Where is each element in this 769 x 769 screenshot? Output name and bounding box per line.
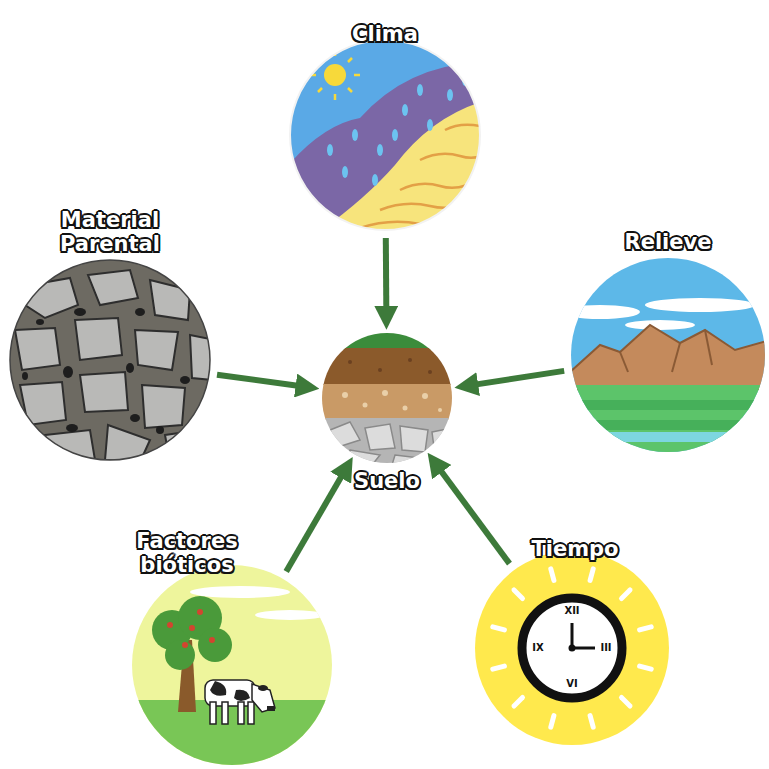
factor-label: Relieve: [588, 230, 748, 254]
clock-numeral: XII: [564, 606, 579, 616]
clock-numeral: III: [600, 643, 611, 653]
factor-label: Material Parental: [35, 208, 185, 256]
relief-picture: [560, 257, 769, 455]
influence-arrow: [286, 466, 347, 571]
climate-circle: Clima: [290, 40, 480, 230]
relief-circle: Relieve: [571, 258, 765, 452]
influence-arrow: [434, 462, 510, 564]
factor-label: Clima: [305, 22, 465, 46]
soil-picture: [320, 330, 455, 465]
biotic-picture: [130, 563, 334, 769]
parent-material-circle: Material Parental: [10, 260, 210, 460]
factor-label: Tiempo: [505, 537, 645, 561]
soil-circle: Suelo: [322, 333, 452, 463]
influence-arrow: [217, 375, 309, 388]
factor-label: Factores bióticos: [117, 529, 257, 577]
biotic-factors-circle: Factores bióticos: [132, 565, 332, 765]
clock-numeral: VI: [566, 679, 577, 689]
influence-arrow: [465, 371, 564, 386]
clock-numeral: IX: [532, 643, 543, 653]
factor-label: Suelo: [317, 469, 457, 493]
time-circle: Tiempo: [475, 551, 669, 745]
time-picture: [475, 551, 669, 745]
climate-picture: [280, 35, 495, 245]
influence-arrow: [383, 238, 390, 319]
parent-rock-picture: [8, 258, 215, 462]
